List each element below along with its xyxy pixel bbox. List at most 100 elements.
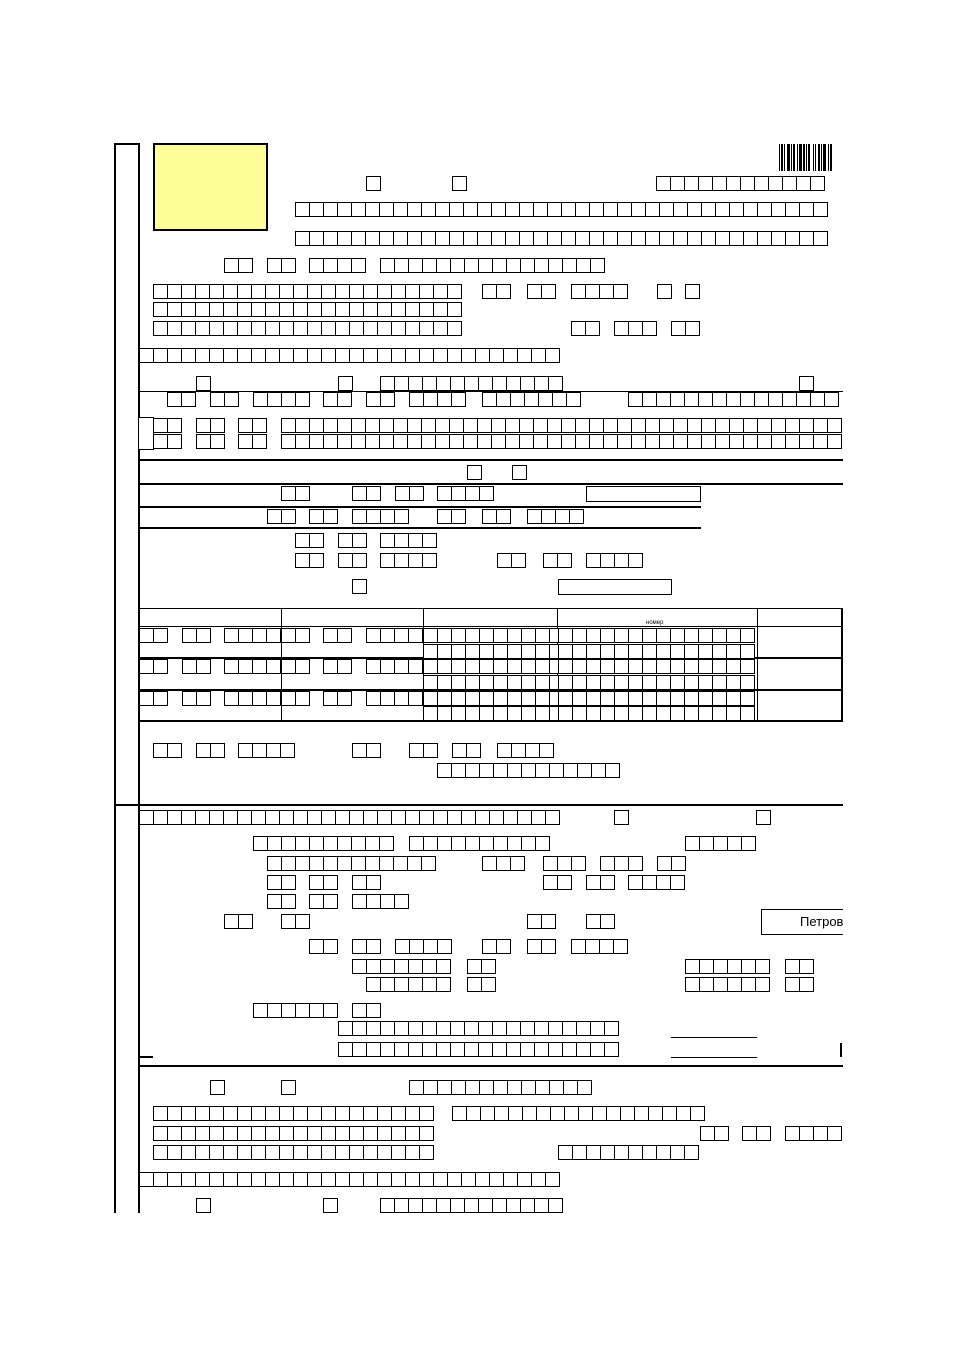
date3-day-cells[interactable] <box>571 321 600 336</box>
t3d-cells[interactable] <box>281 691 310 706</box>
input-cell[interactable] <box>531 1172 546 1187</box>
input-cell[interactable] <box>771 202 786 217</box>
input-cell[interactable] <box>408 691 423 706</box>
input-cell[interactable] <box>599 284 614 299</box>
input-cell[interactable] <box>423 392 438 407</box>
input-cell[interactable] <box>507 644 522 659</box>
input-cell[interactable] <box>293 1172 308 1187</box>
input-cell[interactable] <box>743 231 758 246</box>
input-cell[interactable] <box>799 231 814 246</box>
input-cell[interactable] <box>463 202 478 217</box>
input-cell[interactable] <box>521 763 536 778</box>
input-cell[interactable] <box>521 1080 536 1095</box>
input-cell[interactable] <box>422 533 437 548</box>
input-cell[interactable] <box>670 659 685 674</box>
date3-month-cells[interactable] <box>614 321 657 336</box>
input-cell[interactable] <box>423 706 438 721</box>
input-cell[interactable] <box>493 659 508 674</box>
input-cell[interactable] <box>741 977 756 992</box>
t3b-cells[interactable] <box>182 691 211 706</box>
input-cell[interactable] <box>224 392 239 407</box>
input-cell[interactable] <box>223 284 238 299</box>
input-cell[interactable] <box>685 836 700 851</box>
f32-cells[interactable] <box>785 959 814 974</box>
input-cell[interactable] <box>645 434 660 449</box>
input-cell[interactable] <box>481 977 496 992</box>
input-cell[interactable] <box>699 836 714 851</box>
input-cell[interactable] <box>589 202 604 217</box>
input-cell[interactable] <box>628 392 643 407</box>
input-cell[interactable] <box>479 628 494 643</box>
input-cell[interactable] <box>335 810 350 825</box>
input-cell[interactable] <box>323 418 338 433</box>
input-cell[interactable] <box>465 628 480 643</box>
input-cell[interactable] <box>281 914 296 929</box>
input-cell[interactable] <box>603 434 618 449</box>
input-cell[interactable] <box>482 284 497 299</box>
t3j-cells[interactable] <box>558 706 755 721</box>
input-cell[interactable] <box>408 628 423 643</box>
input-cell[interactable] <box>600 856 615 871</box>
input-cell[interactable] <box>408 376 423 391</box>
row4-c-cells[interactable] <box>253 392 310 407</box>
input-cell[interactable] <box>520 1042 535 1057</box>
f27-cells[interactable] <box>527 939 556 954</box>
input-cell[interactable] <box>309 553 324 568</box>
input-cell[interactable] <box>408 659 423 674</box>
input-cell[interactable] <box>447 810 462 825</box>
input-cell[interactable] <box>309 418 324 433</box>
input-cell[interactable] <box>405 321 420 336</box>
input-cell[interactable] <box>153 628 168 643</box>
input-cell[interactable] <box>543 875 558 890</box>
input-cell[interactable] <box>338 553 353 568</box>
d18-cells[interactable] <box>543 553 572 568</box>
input-cell[interactable] <box>293 1145 308 1160</box>
input-cell[interactable] <box>408 533 423 548</box>
input-cell[interactable] <box>337 392 352 407</box>
input-cell[interactable] <box>614 706 629 721</box>
input-cell[interactable] <box>338 376 353 391</box>
input-cell[interactable] <box>377 321 392 336</box>
input-cell[interactable] <box>379 434 394 449</box>
input-cell[interactable] <box>449 202 464 217</box>
input-cell[interactable] <box>534 1198 549 1213</box>
input-cell[interactable] <box>617 418 632 433</box>
input-cell[interactable] <box>337 202 352 217</box>
input-cell[interactable] <box>251 302 266 317</box>
checkbox-j[interactable] <box>756 810 771 825</box>
input-cell[interactable] <box>251 348 266 363</box>
input-cell[interactable] <box>451 836 466 851</box>
input-cell[interactable] <box>670 644 685 659</box>
input-cell[interactable] <box>771 231 786 246</box>
checkbox-b[interactable] <box>452 176 467 191</box>
input-cell[interactable] <box>210 1080 225 1095</box>
input-cell[interactable] <box>335 302 350 317</box>
input-cell[interactable] <box>365 418 380 433</box>
input-cell[interactable] <box>391 284 406 299</box>
input-cell[interactable] <box>409 743 424 758</box>
input-cell[interactable] <box>562 1021 577 1036</box>
input-cell[interactable] <box>740 691 755 706</box>
f15-cells[interactable] <box>628 875 685 890</box>
input-cell[interactable] <box>572 1145 587 1160</box>
input-cell[interactable] <box>437 392 452 407</box>
input-cell[interactable] <box>451 486 466 501</box>
input-cell[interactable] <box>506 1021 521 1036</box>
input-cell[interactable] <box>209 1172 224 1187</box>
input-cell[interactable] <box>451 763 466 778</box>
input-cell[interactable] <box>335 1145 350 1160</box>
input-cell[interactable] <box>452 1106 467 1121</box>
input-cell[interactable] <box>557 856 572 871</box>
name-field-2-cells[interactable] <box>153 302 462 317</box>
input-cell[interactable] <box>337 836 352 851</box>
input-cell[interactable] <box>698 628 713 643</box>
input-cell[interactable] <box>279 348 294 363</box>
input-cell[interactable] <box>493 836 508 851</box>
input-cell[interactable] <box>467 959 482 974</box>
row5-d-cells[interactable] <box>281 418 842 433</box>
input-cell[interactable] <box>337 418 352 433</box>
input-cell[interactable] <box>395 486 410 501</box>
input-cell[interactable] <box>391 1126 406 1141</box>
input-cell[interactable] <box>586 1145 601 1160</box>
input-cell[interactable] <box>409 486 424 501</box>
